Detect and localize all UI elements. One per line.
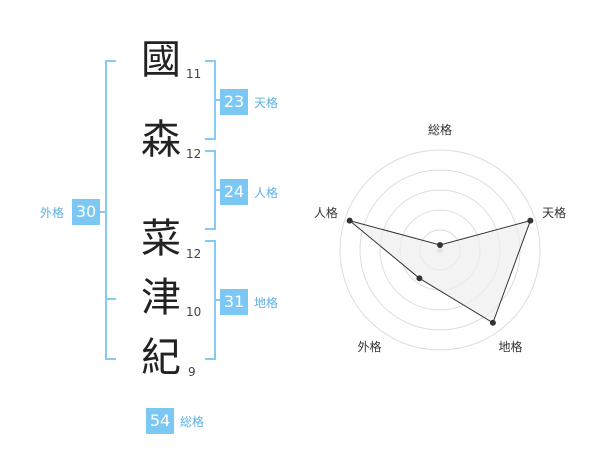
surname-char-1: 國 — [141, 37, 181, 83]
given-char-2: 津 — [141, 275, 181, 321]
given-char-2-strokes: 10 — [186, 305, 202, 319]
tenkaku-connector — [215, 99, 221, 101]
soukaku-value-badge: 54 — [146, 408, 174, 434]
radar-axis-label-4: 外格 — [357, 339, 381, 354]
gaikaku-bracket — [105, 60, 116, 360]
tenkaku-value-badge: 23 — [220, 89, 248, 115]
radar-point-5 — [346, 217, 353, 224]
radar-axis-label-2: 天格 — [542, 205, 566, 220]
jinkaku-label: 人格 — [254, 186, 279, 200]
gaikaku-label: 外格 — [40, 206, 65, 220]
radar-ring — [339, 149, 541, 351]
given-char-3: 紀 — [141, 335, 181, 381]
chikaku-label: 地格 — [254, 296, 279, 310]
radar-axis-label-3: 地格 — [498, 339, 522, 354]
radar-point-4 — [416, 275, 423, 282]
given-char-3-strokes: 9 — [188, 365, 196, 379]
gaikaku-value-badge: 30 — [72, 199, 100, 225]
given-char-1-strokes: 12 — [186, 247, 202, 261]
jinkaku-connector — [215, 189, 221, 191]
radar-point-1 — [437, 242, 443, 248]
surname-char-2: 森 — [141, 117, 181, 163]
tenkaku-label: 天格 — [254, 96, 279, 110]
chikaku-value-badge: 31 — [220, 289, 248, 315]
radar-point-3 — [489, 319, 496, 326]
radar-series-polygon — [349, 219, 532, 324]
gaikaku-bracket-inner-tick — [105, 298, 116, 300]
chikaku-connector — [215, 299, 221, 301]
radar-axis-label-5: 人格 — [314, 205, 338, 220]
radar-axis-label-1: 総格 — [428, 122, 452, 137]
soukaku-label: 総格 — [180, 415, 205, 429]
given-char-1: 菜 — [141, 216, 181, 262]
radar-point-2 — [527, 217, 534, 224]
jinkaku-value-badge: 24 — [220, 179, 248, 205]
surname-char-2-strokes: 12 — [186, 147, 202, 161]
surname-char-1-strokes: 11 — [186, 67, 202, 81]
